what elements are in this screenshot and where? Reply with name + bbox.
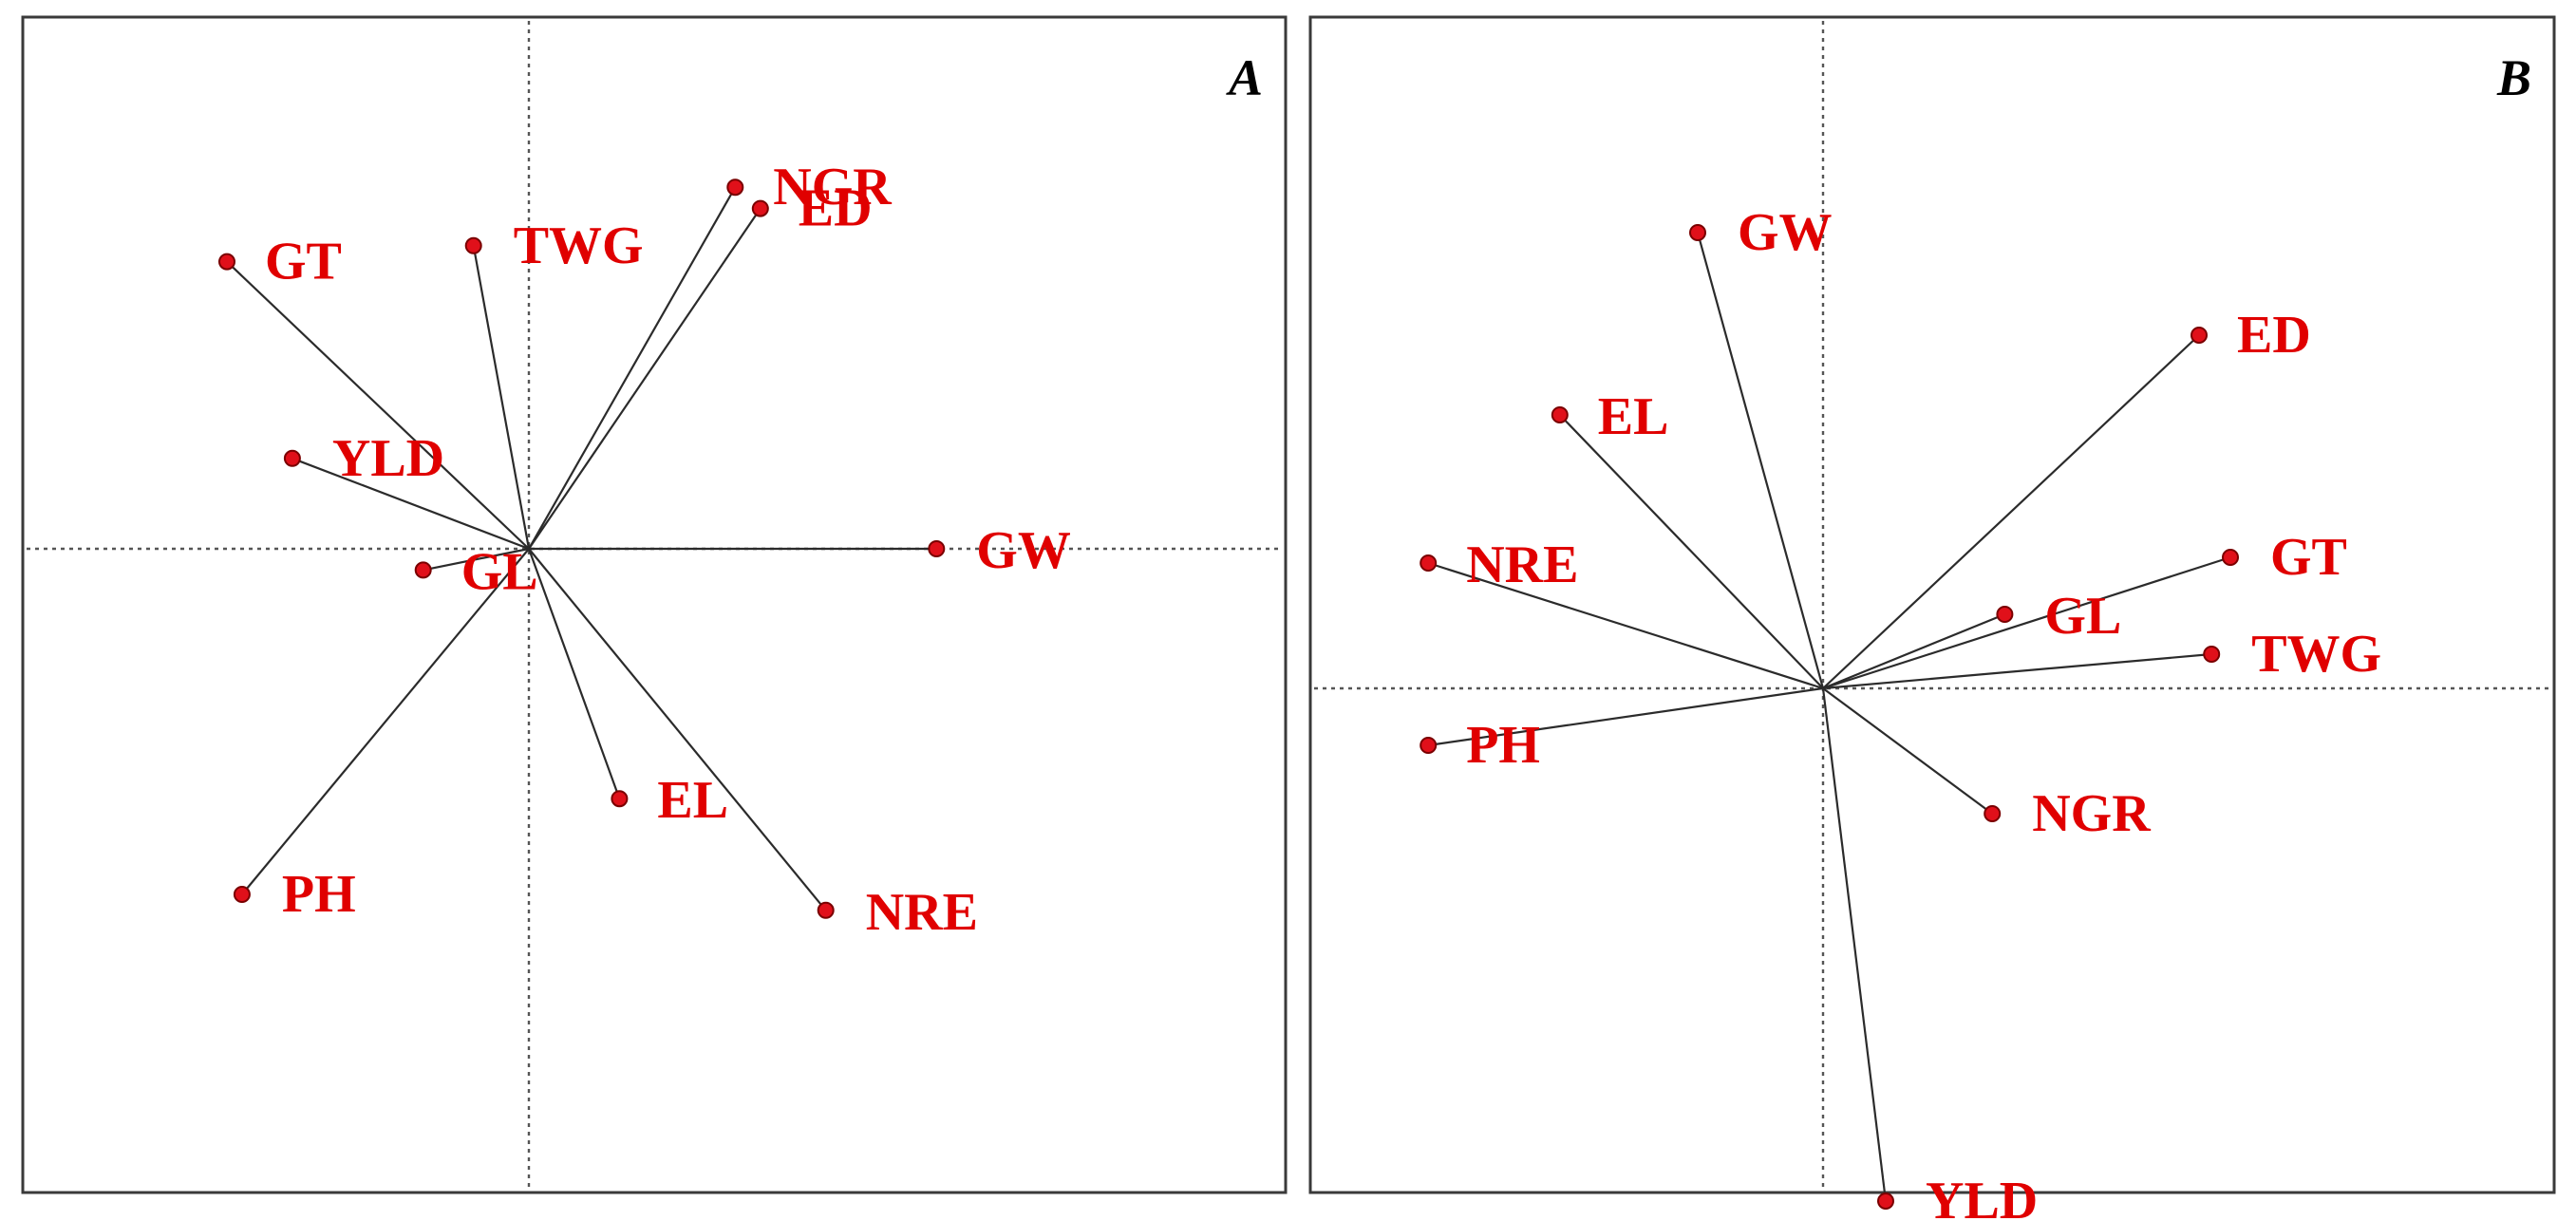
vector-twg bbox=[472, 245, 531, 550]
point-label-gw: GW bbox=[976, 521, 1071, 580]
vector-ph bbox=[241, 548, 530, 895]
point-gw bbox=[1689, 224, 1706, 241]
point-twg bbox=[2203, 646, 2221, 663]
point-el bbox=[1551, 406, 1569, 423]
point-nre bbox=[1420, 554, 1438, 572]
panel-b: GW ED EL NRE GT GL TWG PH NGR YLD B bbox=[1308, 15, 2556, 1221]
point-yld bbox=[1877, 1193, 1894, 1210]
vector-ngr bbox=[528, 186, 737, 550]
point-label-ph: PH bbox=[1466, 716, 1540, 775]
vector-ed bbox=[1822, 334, 2200, 689]
point-label-twg: TWG bbox=[514, 216, 644, 275]
point-ph bbox=[1420, 737, 1438, 754]
point-gl bbox=[1996, 606, 2014, 623]
point-ngr bbox=[1984, 805, 2002, 822]
point-label-ed: ED bbox=[799, 179, 873, 238]
vector-gl bbox=[423, 547, 530, 572]
point-gt bbox=[218, 253, 235, 271]
vector-nre bbox=[528, 548, 827, 911]
point-gt bbox=[2222, 549, 2239, 566]
vector-gw bbox=[1696, 232, 1825, 689]
vector-twg bbox=[1822, 652, 2212, 690]
point-gw bbox=[928, 540, 946, 557]
point-label-gl: GL bbox=[2044, 587, 2121, 646]
panel-frame bbox=[21, 15, 1288, 1194]
point-label-yld: YLD bbox=[1926, 1172, 2038, 1221]
vector-yld bbox=[291, 457, 530, 551]
point-ed bbox=[2191, 327, 2208, 344]
point-label-gt: GT bbox=[2270, 528, 2347, 587]
point-twg bbox=[464, 236, 482, 254]
point-label-el: EL bbox=[657, 771, 728, 830]
point-label-gt: GT bbox=[265, 233, 342, 291]
vector-ph bbox=[1428, 686, 1824, 747]
point-label-twg: TWG bbox=[2251, 625, 2381, 684]
vector-nre bbox=[1427, 561, 1824, 690]
vector-el bbox=[527, 548, 621, 799]
point-el bbox=[611, 790, 629, 808]
vector-gt bbox=[226, 260, 530, 550]
point-label-ngr: NGR bbox=[2032, 784, 2151, 843]
point-ed bbox=[751, 199, 769, 217]
vector-gl bbox=[1822, 612, 2005, 690]
point-label-el: EL bbox=[1598, 387, 1669, 446]
point-label-ngr: NGR bbox=[773, 158, 892, 216]
point-label-nre: NRE bbox=[1466, 535, 1578, 594]
point-nre bbox=[817, 901, 835, 919]
point-label-nre: NRE bbox=[866, 883, 978, 942]
vector-ngr bbox=[1822, 687, 1993, 815]
vector-gt bbox=[1822, 555, 2231, 690]
point-label-yld: YLD bbox=[332, 429, 444, 488]
panel-letter: A bbox=[1226, 49, 1263, 106]
point-label-ed: ED bbox=[2237, 306, 2311, 365]
point-yld bbox=[283, 449, 301, 467]
panel-frame bbox=[1308, 15, 2556, 1194]
vector-el bbox=[1559, 414, 1824, 689]
point-label-ph: PH bbox=[282, 865, 356, 924]
vector-ed bbox=[528, 207, 762, 550]
vector-yld bbox=[1821, 687, 1888, 1202]
panel-letter: B bbox=[2496, 49, 2531, 106]
point-label-gw: GW bbox=[1738, 203, 1833, 262]
point-label-gl: GL bbox=[461, 542, 538, 601]
point-ph bbox=[233, 886, 251, 903]
point-ngr bbox=[726, 178, 744, 197]
point-gl bbox=[414, 561, 432, 579]
